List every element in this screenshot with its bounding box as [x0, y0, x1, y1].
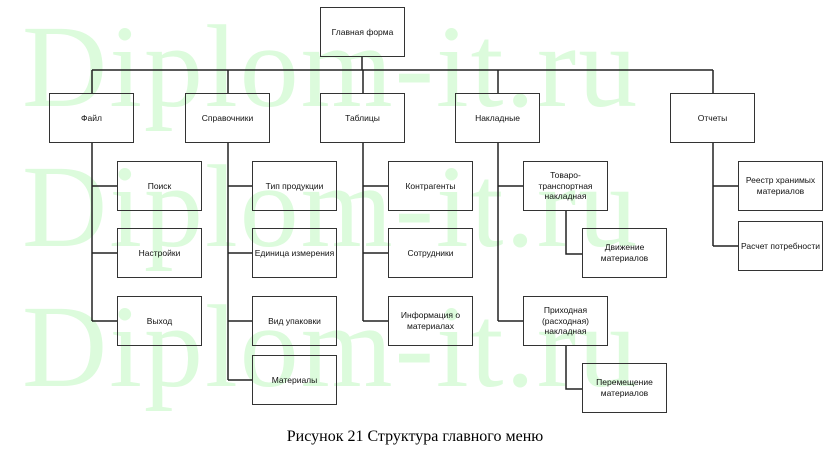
node-settings: Настройки: [117, 228, 202, 278]
node-demand-calc: Расчет потребности: [738, 221, 823, 271]
node-receipt-invoice: Приходная (расходная) накладная: [523, 296, 608, 346]
root-node: Главная форма: [320, 7, 405, 57]
node-product-type: Тип продукции: [252, 161, 337, 211]
node-stock-register: Реестр хранимых материалов: [738, 161, 823, 211]
node-waybill: Товаро-транспортная накладная: [523, 161, 608, 211]
node-invoices: Накладные: [455, 93, 540, 143]
node-exit: Выход: [117, 296, 202, 346]
node-reports: Отчеты: [670, 93, 755, 143]
watermark: Diplom-it.ru: [22, 1, 640, 132]
node-file: Файл: [49, 93, 134, 143]
node-references: Справочники: [185, 93, 270, 143]
node-unit: Единица измерения: [252, 228, 337, 278]
figure-caption: Рисунок 21 Структура главного меню: [286, 428, 544, 445]
watermark: Diplom-it.ru: [22, 141, 640, 272]
node-material-transfer: Перемещение материалов: [582, 363, 667, 413]
node-material-info: Информация о материалах: [388, 296, 473, 346]
watermark: Diplom-it.ru: [22, 281, 640, 412]
node-employees: Сотрудники: [388, 228, 473, 278]
node-packaging: Вид упаковки: [252, 296, 337, 346]
node-tables: Таблицы: [320, 93, 405, 143]
node-materials: Материалы: [252, 355, 337, 405]
node-material-movement: Движение материалов: [582, 228, 667, 278]
node-counterparties: Контрагенты: [388, 161, 473, 211]
node-search: Поиск: [117, 161, 202, 211]
